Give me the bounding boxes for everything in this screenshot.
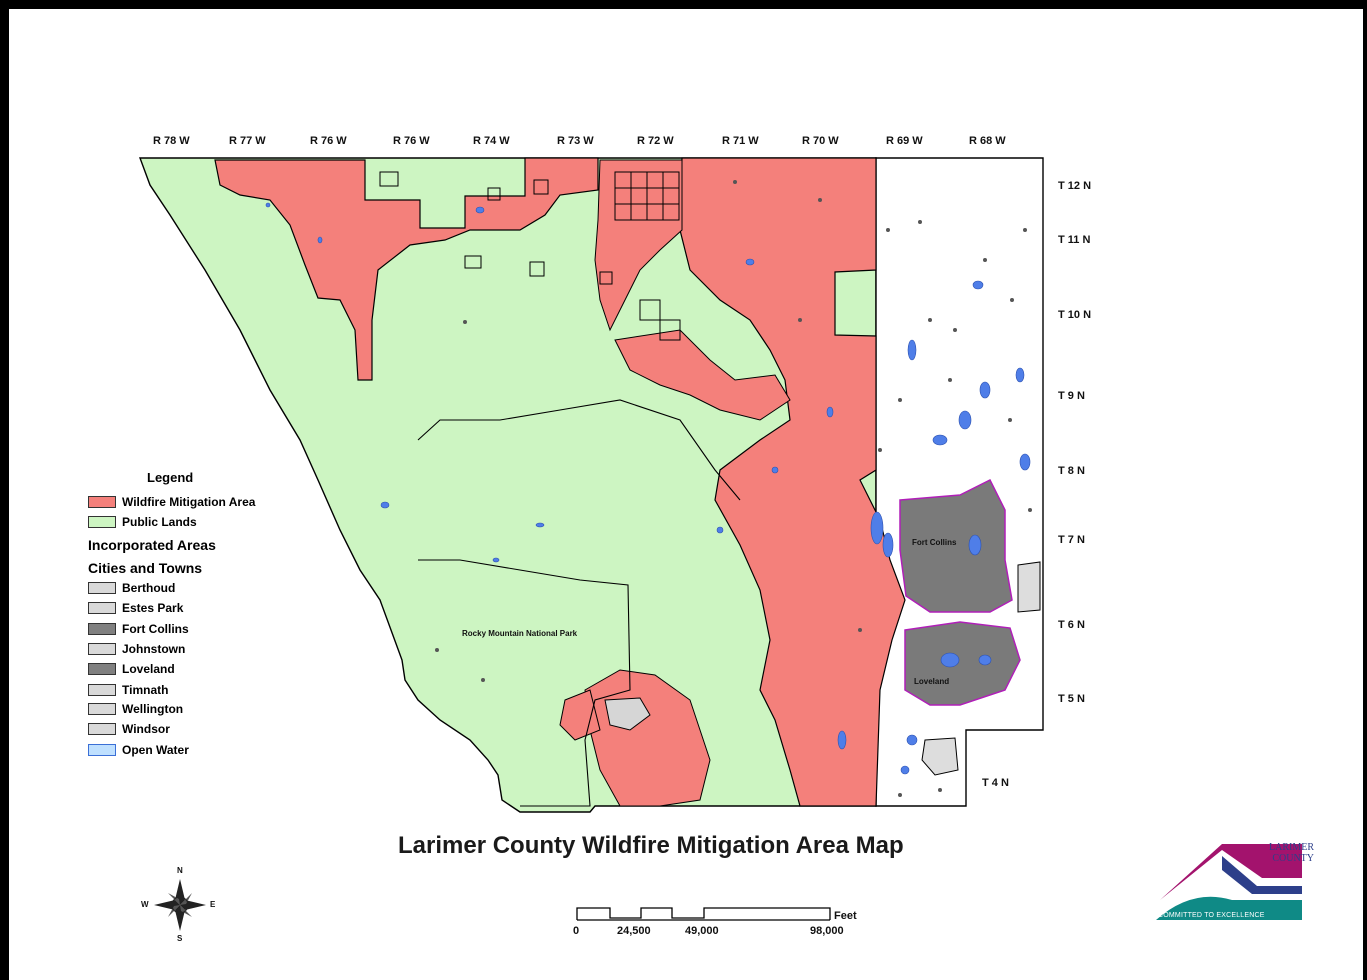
logo-name: LARIMER COUNTY	[1234, 842, 1314, 864]
range-label: R 72 W	[637, 135, 674, 147]
wildfire-band-east	[679, 157, 906, 807]
rmnp-label: Rocky Mountain National Park	[462, 629, 578, 638]
legend-label: Fort Collins	[122, 622, 189, 636]
legend-label: Public Lands	[122, 515, 197, 529]
legend-heading-incorporated: Incorporated Areas	[88, 537, 216, 553]
compass-s-label: S	[177, 934, 183, 943]
legend-swatch-wildfire	[88, 496, 116, 508]
legend-swatch-johnstown	[88, 643, 116, 655]
township-label: T 11 N	[1058, 234, 1091, 246]
legend-item: Berthoud	[88, 580, 175, 596]
scale-tick-label: 49,000	[685, 925, 719, 937]
plains-area	[875, 157, 1044, 807]
legend-label: Loveland	[122, 662, 175, 676]
scale-tick-label: 0	[573, 925, 580, 937]
legend-label: Timnath	[122, 683, 169, 697]
scale-bar-graphic	[576, 907, 831, 921]
legend-swatch-open-water	[88, 744, 116, 756]
larimer-county-logo-icon	[1156, 844, 1302, 920]
berthoud-area	[921, 737, 959, 776]
rmnp-boundary	[418, 559, 631, 807]
windsor-area	[1017, 561, 1041, 613]
legend-swatch-loveland	[88, 663, 116, 675]
legend-label: Open Water	[122, 743, 189, 757]
compass-n-label: N	[177, 866, 183, 875]
township-label: T 12 N	[1058, 180, 1092, 192]
legend-title: Legend	[147, 470, 194, 485]
range-label: R 70 W	[802, 135, 839, 147]
township-label: T 7 N	[1058, 534, 1085, 546]
legend-swatch-fort-collins	[88, 623, 116, 635]
public-lands-area	[138, 157, 877, 813]
larimer-county-logo: LARIMER COUNTY COMMITTED TO EXCELLENCE	[1152, 840, 1318, 922]
range-label: R 76 W	[310, 135, 347, 147]
legend-item: Wildfire Mitigation Area	[88, 494, 255, 510]
section-grid	[379, 171, 681, 341]
legend-swatch-wellington	[88, 703, 116, 715]
estes-park-area	[604, 697, 651, 731]
township-label: T 9 N	[1058, 390, 1085, 402]
map-title: Larimer County Wildfire Mitigation Area …	[398, 832, 904, 859]
legend-label: Wellington	[122, 702, 184, 716]
compass-w-label: W	[141, 900, 149, 909]
legend-item: Fort Collins	[88, 621, 189, 637]
loveland-label: Loveland	[914, 677, 950, 686]
township-label: T 5 N	[1058, 693, 1085, 705]
range-label: R 74 W	[473, 135, 510, 147]
legend-item: Timnath	[88, 682, 168, 698]
legend-item: Johnstown	[88, 641, 185, 657]
legend-heading-cities: Cities and Towns	[88, 560, 203, 576]
legend-swatch-timnath	[88, 684, 116, 696]
range-label: R 76 W	[393, 135, 430, 147]
township-label: T 8 N	[1058, 465, 1085, 477]
legend-swatch-estes-park	[88, 602, 116, 614]
scale-tick-label: 24,500	[617, 925, 651, 937]
legend-item: Windsor	[88, 721, 170, 737]
loveland-area	[904, 621, 1021, 706]
legend-label: Berthoud	[122, 581, 176, 595]
logo-name-line2: COUNTY	[1272, 853, 1314, 864]
legend-item: Open Water	[88, 742, 189, 758]
point-features	[435, 180, 1032, 797]
legend-item: Wellington	[88, 701, 183, 717]
logo-name-line1: LARIMER	[1269, 842, 1314, 853]
legend-item: Loveland	[88, 661, 175, 677]
legend-swatch-public-lands	[88, 516, 116, 528]
scale-unit-label: Feet	[834, 910, 857, 922]
legend-item: Estes Park	[88, 600, 183, 616]
legend-swatch-berthoud	[88, 582, 116, 594]
range-label: R 78 W	[153, 135, 190, 147]
range-label: R 69 W	[886, 135, 923, 147]
logo-tagline: COMMITTED TO EXCELLENCE	[1158, 912, 1265, 919]
forest-boundary	[417, 399, 741, 501]
legend-label: Windsor	[122, 722, 170, 736]
legend-label: Estes Park	[122, 601, 184, 615]
fort-collins-label: Fort Collins	[912, 538, 957, 547]
compass-e-label: E	[210, 900, 216, 909]
open-water	[265, 202, 1031, 775]
wildfire-area-central	[614, 329, 791, 421]
range-label: R 71 W	[722, 135, 759, 147]
wildfire-area-north-central	[594, 159, 683, 332]
range-label: R 68 W	[969, 135, 1006, 147]
legend-swatch-windsor	[88, 723, 116, 735]
wildfire-area-southwest	[559, 689, 601, 741]
fort-collins-area	[899, 478, 1013, 613]
legend-label: Wildfire Mitigation Area	[122, 495, 256, 509]
township-label: T 6 N	[1058, 619, 1085, 631]
range-label: R 73 W	[557, 135, 594, 147]
range-label: R 77 W	[229, 135, 266, 147]
scale-tick-label: 98,000	[810, 925, 844, 937]
wildfire-area-northwest	[214, 157, 599, 381]
legend-label: Johnstown	[122, 642, 186, 656]
township-label: T 10 N	[1058, 309, 1092, 321]
township-label: T 4 N	[982, 777, 1009, 789]
north-arrow-icon	[154, 879, 206, 931]
legend-item: Public Lands	[88, 514, 197, 530]
